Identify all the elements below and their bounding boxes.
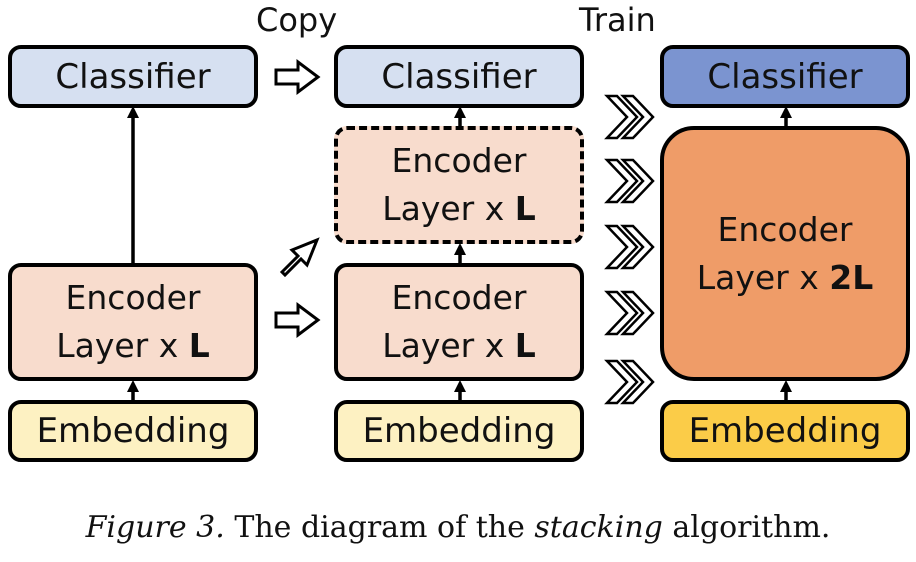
encoder-multiplier-3: 2L <box>829 257 874 297</box>
train-chevron-3 <box>604 224 655 270</box>
classifier-box-3: Classifier <box>660 45 910 108</box>
encoder-box-1: Encoder Layer x L <box>8 263 258 381</box>
encoder-copy-box-2: Encoder Layer x L <box>334 126 584 244</box>
copy-label: Copy <box>256 1 338 39</box>
encoder-copy-line1-2: Encoder <box>391 141 527 180</box>
copy-arrow-encoder <box>274 302 321 338</box>
encoder-copy-multiplier-2: L <box>514 189 536 228</box>
embedding-box-1: Embedding <box>8 400 258 462</box>
classifier-label-3: Classifier <box>707 56 863 97</box>
classifier-box-1: Classifier <box>8 45 258 108</box>
classifier-label-1: Classifier <box>55 56 211 97</box>
figure-caption: Figure 3. The diagram of the stacking al… <box>0 510 916 545</box>
encoder-line2-3: Layer x 2L <box>696 257 874 297</box>
train-label: Train <box>579 1 656 39</box>
encoder-multiplier-2: L <box>514 326 536 365</box>
caption-figure-number: Figure 3. <box>85 510 225 545</box>
encoder-box-2: Encoder Layer x L <box>334 263 584 381</box>
embedding-label-2: Embedding <box>362 411 556 451</box>
encoder-multiplier-1: L <box>188 326 210 365</box>
encoder-box-3: Encoder Layer x 2L <box>660 126 910 381</box>
train-chevron-5 <box>604 359 655 405</box>
encoder-copy-line2-2: Layer x L <box>382 189 536 228</box>
encoder-line2-1: Layer x L <box>56 326 210 365</box>
train-chevron-1 <box>604 94 655 140</box>
embedding-label-3: Embedding <box>688 411 882 451</box>
embedding-box-2: Embedding <box>334 400 584 462</box>
classifier-box-2: Classifier <box>334 45 584 108</box>
encoder-line1-2: Encoder <box>391 278 527 317</box>
embedding-label-1: Embedding <box>36 411 230 451</box>
encoder-line2-2: Layer x L <box>382 326 536 365</box>
embedding-box-3: Embedding <box>660 400 910 462</box>
classifier-label-2: Classifier <box>381 56 537 97</box>
caption-emphasis: stacking <box>534 510 663 545</box>
copy-arrow-classifier <box>274 59 321 95</box>
copy-arrow-diagonal <box>279 237 320 278</box>
caption-text-before: The diagram of the <box>224 510 535 545</box>
encoder-line1-1: Encoder <box>65 278 201 317</box>
caption-text-after: algorithm. <box>662 510 831 545</box>
train-chevron-2 <box>604 158 655 204</box>
train-chevron-4 <box>604 290 655 336</box>
encoder-line1-3: Encoder <box>717 209 853 249</box>
